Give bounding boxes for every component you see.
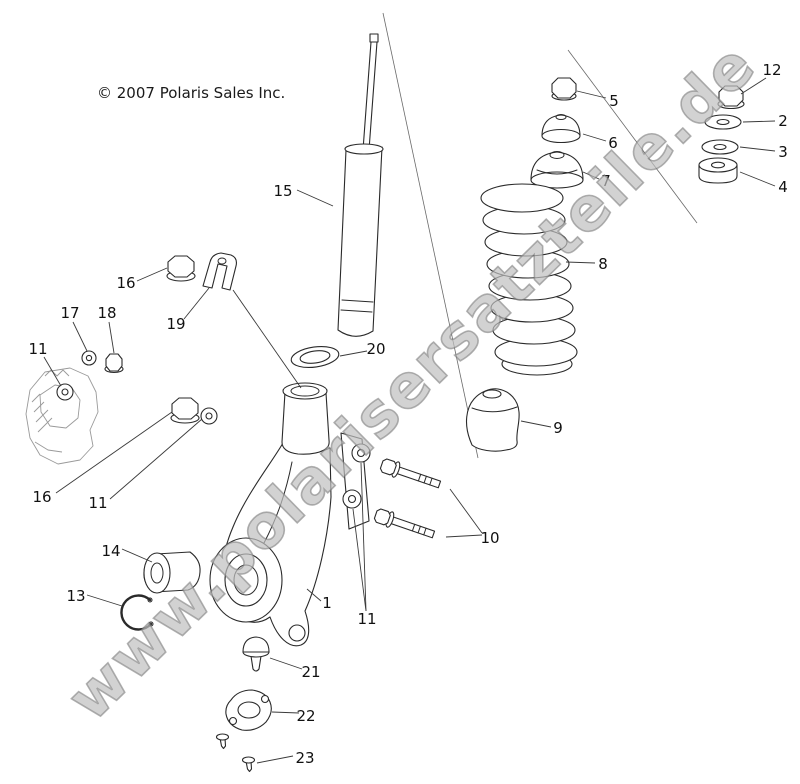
screw-upper: [215, 733, 230, 750]
callout-17: 17: [60, 304, 79, 322]
washer-11-right-lower: [342, 489, 362, 509]
clamp-bracket: [202, 252, 302, 389]
shock-strut: [337, 33, 384, 337]
hex-bolt-lower: [373, 508, 436, 539]
strut-mount-tube: [281, 391, 330, 455]
callout-15: 15: [273, 182, 292, 200]
callout-4: 4: [778, 178, 788, 196]
callout-11-left: 11: [28, 340, 47, 358]
callouts: 15 5 6 7 12 2 3 4 8 9 20 1 16 19 17 18 1…: [28, 61, 787, 767]
upper-dome-washer: [541, 114, 581, 144]
coil-spring: [480, 183, 578, 376]
callout-10: 10: [480, 529, 499, 547]
axis-lines: [382, 12, 698, 459]
callout-9: 9: [553, 419, 563, 437]
callout-14: 14: [101, 542, 120, 560]
hex-bolt-upper: [379, 458, 442, 489]
bolt-18: [104, 353, 124, 374]
callout-1: 1: [322, 594, 332, 612]
flange-nut-upper: [166, 255, 196, 282]
screw-lower: [241, 756, 256, 773]
callout-23: 23: [295, 749, 314, 767]
strut-washer-ring: [290, 345, 340, 369]
spacer-bushing: [698, 157, 738, 184]
strut-top-nut: [551, 77, 577, 101]
callout-16-lower: 16: [32, 488, 51, 506]
washer-11-middle: [200, 407, 218, 425]
callout-7: 7: [601, 172, 611, 190]
callout-8: 8: [598, 255, 608, 273]
washer-11-right-upper: [351, 443, 371, 463]
bump-stop: [465, 388, 520, 452]
flat-washer-3: [701, 139, 739, 155]
callout-16-upper: 16: [116, 274, 135, 292]
callout-11-lower: 11: [357, 610, 376, 628]
lower-tab-hole: [288, 624, 306, 642]
callout-3: 3: [778, 143, 788, 161]
flange-nut-lower: [170, 397, 200, 424]
strut-rod: [362, 41, 378, 151]
brake-caliper-sketch: [25, 367, 99, 465]
mounting-plate: [225, 689, 272, 731]
steering-knuckle: [209, 382, 332, 647]
callout-12: 12: [762, 61, 781, 79]
strut-body: [337, 146, 383, 337]
callout-21: 21: [301, 663, 320, 681]
flat-washer-2: [704, 114, 742, 130]
leader-lines: [43, 77, 776, 764]
callout-2: 2: [778, 112, 788, 130]
spring-retainer-dome: [530, 151, 584, 189]
callout-11-middle: 11: [88, 494, 107, 512]
washer-11-left: [56, 383, 74, 401]
snap-ring: [120, 594, 154, 631]
callout-20: 20: [366, 340, 385, 358]
copyright-text: © 2007 Polaris Sales Inc.: [97, 84, 286, 102]
callout-6: 6: [608, 134, 618, 152]
washer-17: [81, 350, 97, 366]
callout-19: 19: [166, 315, 185, 333]
lock-nut: [717, 85, 745, 110]
bearing-bushing: [143, 551, 201, 594]
ball-joint: [242, 636, 270, 672]
callout-18: 18: [97, 304, 116, 322]
callout-5: 5: [609, 92, 619, 110]
callout-13: 13: [66, 587, 85, 605]
callout-22: 22: [296, 707, 315, 725]
